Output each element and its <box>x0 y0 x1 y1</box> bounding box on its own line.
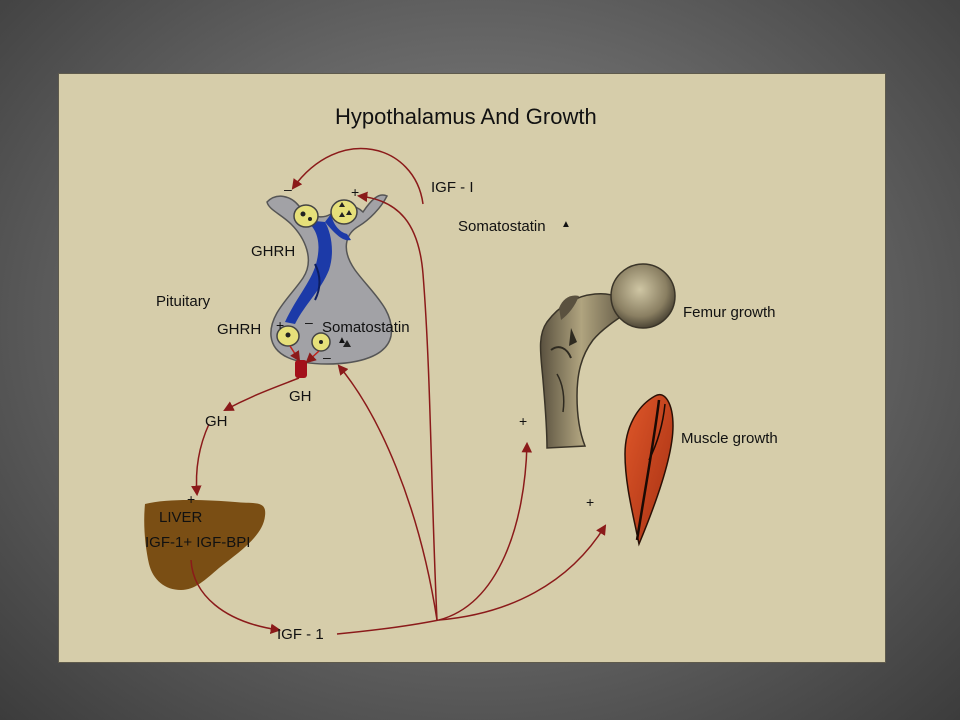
label-somatostatin-top: Somatostatin <box>458 218 546 235</box>
label-igf-i-top: IGF - I <box>431 179 474 196</box>
label-igf-1-bottom: IGF - 1 <box>277 626 324 643</box>
sign-femur-plus: + <box>519 413 528 429</box>
muscle-shape <box>624 393 674 547</box>
sign-hypo-minus: – <box>284 181 292 197</box>
label-femur-growth: Femur growth <box>683 304 776 321</box>
arrow-igf1-femur <box>438 441 533 621</box>
label-muscle-growth: Muscle growth <box>681 430 778 447</box>
triangle-icon: ▲ <box>337 335 347 346</box>
label-ghrh-upper: GHRH <box>251 243 296 260</box>
sign-pit-plus: + <box>276 317 285 333</box>
arrow-top-loop <box>291 147 424 205</box>
diagram-canvas <box>144 147 676 635</box>
arrow-igf1-hypothalamus <box>356 191 438 621</box>
arrow-liver-igf1 <box>190 559 282 635</box>
triangle-icon: ▲ <box>561 219 571 230</box>
pathway-arrows <box>190 147 607 635</box>
gh-release-site <box>295 360 307 378</box>
label-liver: LIVER <box>159 509 203 526</box>
liver-shape <box>144 500 266 590</box>
sign-liver-plus: + <box>187 491 196 507</box>
diagram-slide: Hypothalamus And Growth IGF - I Somatost… <box>58 73 886 663</box>
arrow-gh-down <box>191 423 210 497</box>
arrow-gh-to-liver-path <box>223 377 300 411</box>
hypothalamic-neurons <box>293 199 358 228</box>
pituitary-cells <box>276 325 351 352</box>
label-gh-left: GH <box>205 413 228 430</box>
label-somatostatin-lower: Somatostatin <box>322 319 410 336</box>
label-pituitary: Pituitary <box>156 293 211 310</box>
diagram-title: Hypothalamus And Growth <box>335 104 597 129</box>
sign-muscle-plus: + <box>586 494 595 510</box>
sign-pit-minus-2: – <box>323 349 331 365</box>
sign-hypo-plus: + <box>351 184 360 200</box>
neural-tract <box>285 214 351 324</box>
sign-pit-minus: – <box>305 314 313 330</box>
label-gh-pituitary: GH <box>289 388 312 405</box>
arrow-igf1-muscle <box>438 524 607 621</box>
label-liver-products: IGF-1+ IGF-BPI <box>145 534 251 551</box>
arrow-igf1-pituitary <box>337 364 438 621</box>
femur-bone <box>539 263 676 449</box>
arrow-igf1-line <box>336 619 440 635</box>
label-ghrh-lower: GHRH <box>217 321 262 338</box>
